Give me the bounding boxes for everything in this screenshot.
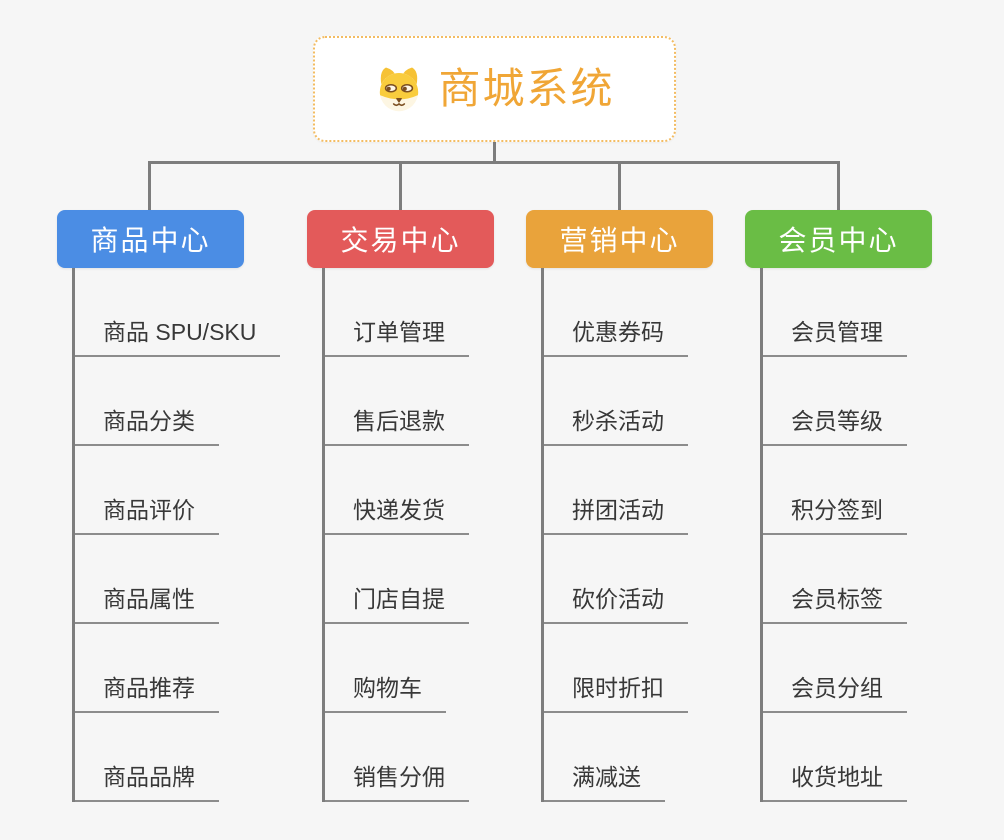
connector-bus	[148, 161, 840, 164]
child-node[interactable]: 优惠券码	[544, 268, 688, 357]
child-node[interactable]: 商品属性	[75, 535, 219, 624]
dog-face-icon	[380, 67, 419, 112]
child-node[interactable]: 商品 SPU/SKU	[75, 268, 281, 357]
child-node[interactable]: 满减送	[544, 713, 665, 802]
branch-box-member-center[interactable]: 会员中心	[745, 210, 932, 268]
branch-member-center: 会员中心 会员管理 会员等级 积分签到 会员标签 会员分组 收货地址	[745, 210, 932, 802]
child-node[interactable]: 销售分佣	[325, 713, 469, 802]
child-node[interactable]: 商品推荐	[75, 624, 219, 713]
connector-drop-product	[148, 161, 151, 211]
child-node[interactable]: 收货地址	[763, 713, 907, 802]
branch-children-product: 商品 SPU/SKU 商品分类 商品评价 商品属性 商品推荐 商品品牌	[72, 268, 281, 802]
child-node[interactable]: 积分签到	[763, 446, 907, 535]
connector-root-stub	[493, 141, 496, 163]
child-node[interactable]: 售后退款	[325, 357, 469, 446]
connector-drop-member	[837, 161, 840, 211]
child-node[interactable]: 商品品牌	[75, 713, 219, 802]
child-node[interactable]: 会员标签	[763, 535, 907, 624]
branch-box-trade-center[interactable]: 交易中心	[307, 210, 494, 268]
connector-drop-trade	[399, 161, 402, 211]
child-node[interactable]: 会员管理	[763, 268, 907, 357]
child-node[interactable]: 门店自提	[325, 535, 469, 624]
child-node[interactable]: 会员分组	[763, 624, 907, 713]
child-node[interactable]: 商品分类	[75, 357, 219, 446]
branch-trade-center: 交易中心 订单管理 售后退款 快递发货 门店自提 购物车 销售分佣	[307, 210, 494, 802]
child-node[interactable]: 订单管理	[325, 268, 469, 357]
branch-marketing-center: 营销中心 优惠券码 秒杀活动 拼团活动 砍价活动 限时折扣 满减送	[526, 210, 713, 802]
child-node[interactable]: 会员等级	[763, 357, 907, 446]
branch-children-marketing: 优惠券码 秒杀活动 拼团活动 砍价活动 限时折扣 满减送	[541, 268, 688, 802]
branch-children-member: 会员管理 会员等级 积分签到 会员标签 会员分组 收货地址	[760, 268, 907, 802]
child-node[interactable]: 拼团活动	[544, 446, 688, 535]
branch-box-product-center[interactable]: 商品中心	[57, 210, 244, 268]
branch-product-center: 商品中心 商品 SPU/SKU 商品分类 商品评价 商品属性 商品推荐 商品品牌	[57, 210, 281, 802]
branch-children-trade: 订单管理 售后退款 快递发货 门店自提 购物车 销售分佣	[322, 268, 469, 802]
branch-box-marketing-center[interactable]: 营销中心	[526, 210, 713, 268]
connector-drop-marketing	[618, 161, 621, 211]
child-node[interactable]: 砍价活动	[544, 535, 688, 624]
child-node[interactable]: 秒杀活动	[544, 357, 688, 446]
child-node[interactable]: 购物车	[325, 624, 446, 713]
child-node[interactable]: 快递发货	[325, 446, 469, 535]
root-node[interactable]: 商城系统	[313, 36, 676, 142]
root-title: 商城系统	[438, 65, 615, 112]
child-node[interactable]: 限时折扣	[544, 624, 688, 713]
child-node[interactable]: 商品评价	[75, 446, 219, 535]
